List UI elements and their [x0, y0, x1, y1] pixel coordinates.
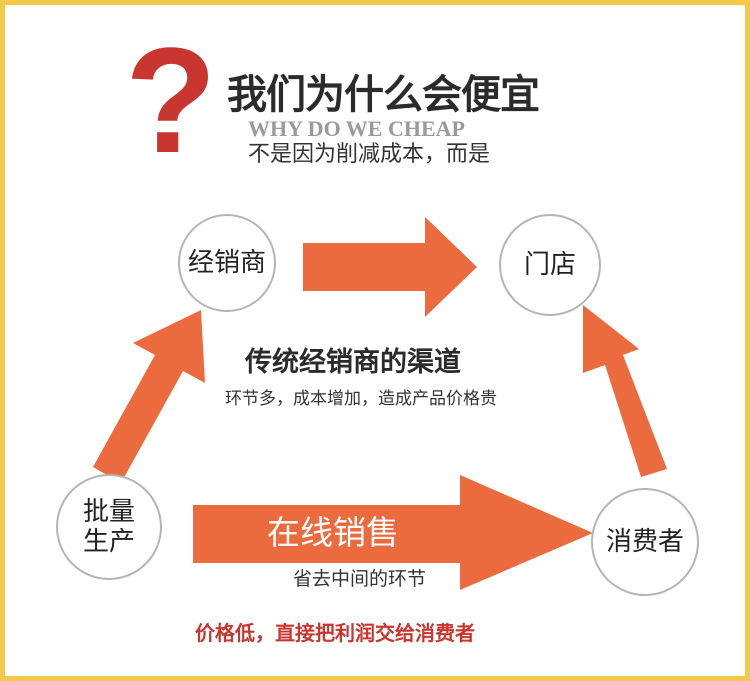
online-desc: 省去中间的环节: [293, 568, 427, 590]
label-producer-line2: 生产: [82, 527, 135, 557]
diagram-graphics: [56, 214, 699, 596]
label-store: 门店: [523, 250, 576, 280]
label-dealer: 经销商: [187, 248, 266, 278]
arrow-consumer-to-store: [583, 305, 667, 477]
node-consumer: [591, 488, 699, 596]
traditional-desc: 环节多，成本增加，造成产品价格贵: [225, 389, 497, 409]
node-store: [499, 214, 601, 316]
page-title: 我们为什么会便宜: [227, 72, 540, 118]
traditional-title: 传统经销商的渠道: [245, 347, 461, 378]
online-title: 在线销售: [267, 513, 399, 552]
subtitle-cn: 不是因为削减成本，而是: [248, 142, 491, 167]
arrow-dealer-to-store: [303, 217, 477, 317]
arrow-producer-to-consumer: [193, 475, 593, 590]
label-consumer: 消费者: [605, 527, 684, 557]
node-dealer: [178, 214, 276, 312]
arrow-producer-to-dealer: [93, 310, 205, 483]
label-producer-line1: 批量: [82, 497, 135, 527]
footer-slogan: 价格低，直接把利润交给消费者: [195, 621, 475, 645]
label-producer: 批量 生产: [57, 497, 161, 557]
node-producer: [56, 474, 162, 580]
question-mark-icon: ?: [125, 16, 217, 184]
subtitle-en: WHY DO WE CHEAP: [248, 116, 465, 141]
